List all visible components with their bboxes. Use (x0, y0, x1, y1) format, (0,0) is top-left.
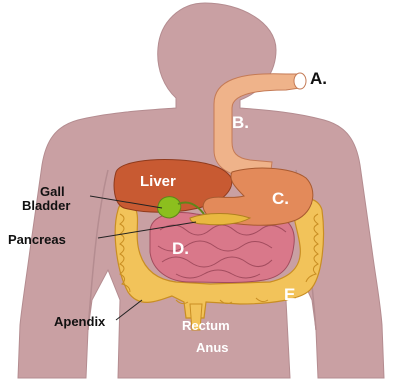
label-b: B. (232, 113, 249, 132)
label-d: D. (172, 239, 189, 258)
label-a: A. (310, 69, 327, 88)
label-gall: Gall (40, 184, 65, 199)
label-e: E. (284, 285, 300, 304)
gallbladder (158, 197, 181, 218)
label-pancreas: Pancreas (8, 232, 66, 247)
mouth (294, 73, 306, 89)
label-c: C. (272, 189, 289, 208)
label-anus: Anus (196, 340, 229, 355)
label-bladder: Bladder (22, 198, 70, 213)
label-liver: Liver (140, 173, 176, 190)
label-rectum: Rectum (182, 318, 230, 333)
label-apendix: Apendix (54, 314, 106, 329)
